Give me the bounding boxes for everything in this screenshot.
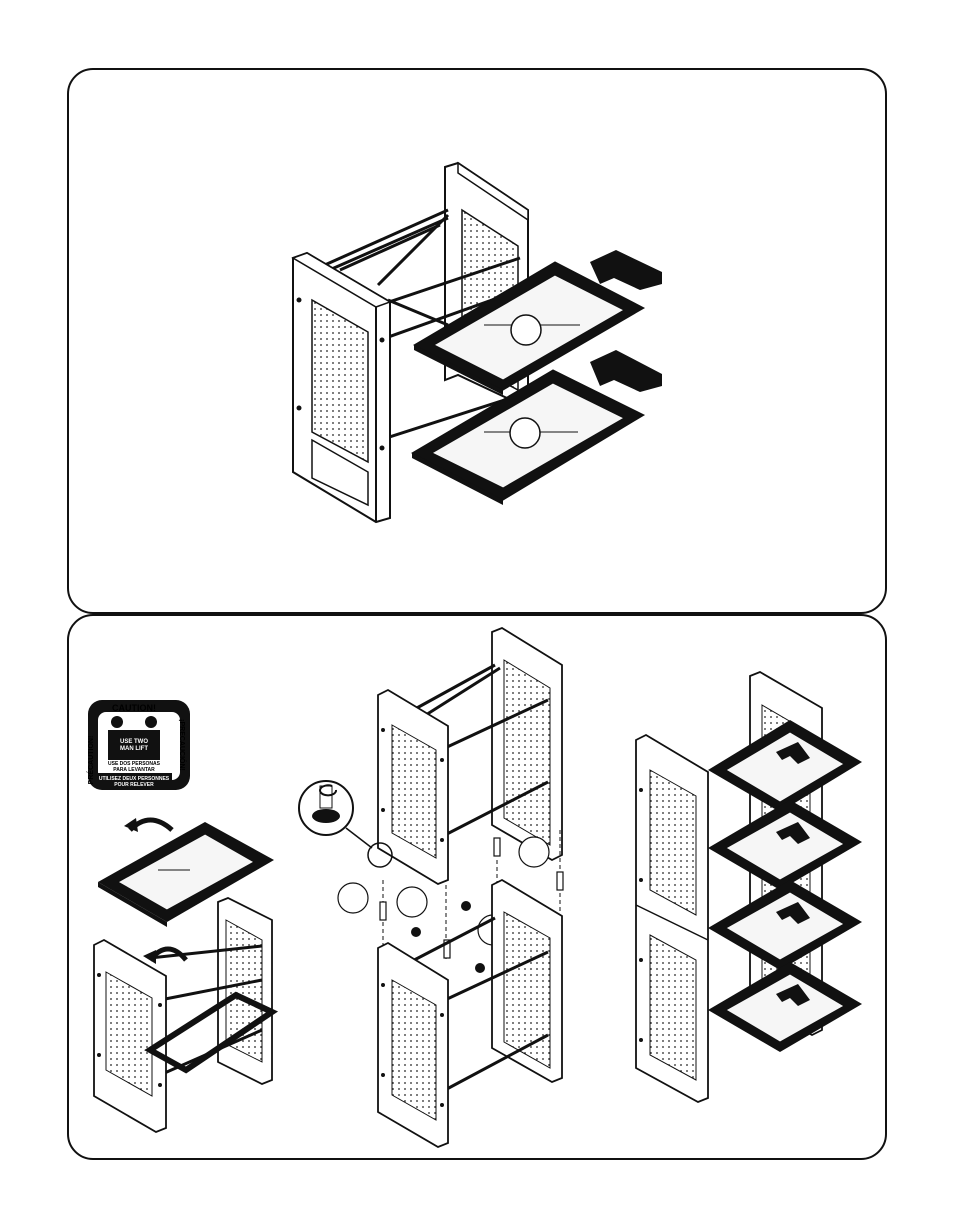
caution-line-3b: POUR RELEVER [114, 782, 154, 788]
caution-label: CAUTION! PRÉCAUTION! ¡PRECAUCIÓN! USE TW… [86, 700, 190, 790]
caution-title: CAUTION! [112, 703, 156, 713]
glass-shelf-1 [708, 720, 862, 812]
glass-shelf-4 [708, 962, 862, 1052]
caution-side-left: PRÉCAUTION! [86, 736, 95, 785]
front-side-panel [293, 253, 390, 522]
caution-side-right: ¡PRECAUCIÓN! [178, 719, 187, 771]
insert-arrow-icon [590, 250, 662, 290]
caution-line-2b: PARA LEVANTAR [113, 767, 155, 773]
insert-arrow-icon [590, 350, 662, 392]
top-frame-assembly [293, 163, 662, 522]
glass-shelf-lower [412, 370, 644, 505]
remove-glass-assembly [94, 818, 274, 1132]
caution-line-1b: MAN LIFT [120, 746, 148, 752]
completed-stacked-unit [636, 672, 862, 1102]
stacking-assembly [299, 628, 563, 1147]
glass-shelf-3 [708, 880, 862, 970]
glass-shelf-2 [708, 800, 862, 890]
caution-line-1a: USE TWO [120, 739, 148, 745]
